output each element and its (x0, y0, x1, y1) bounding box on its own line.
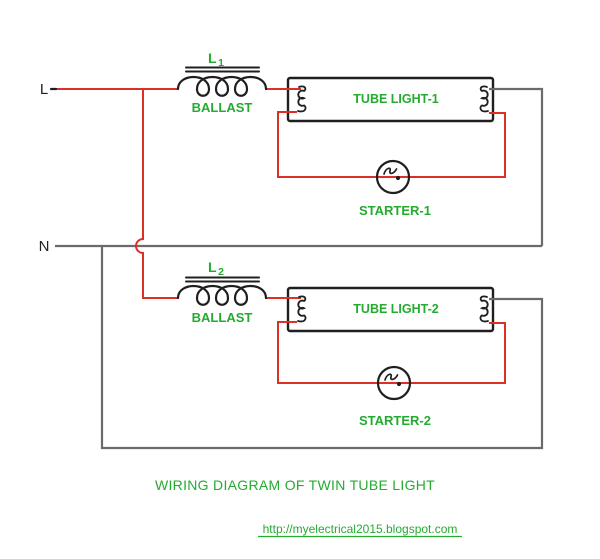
tube-housings (286, 76, 495, 333)
tube1-right-filament-icon (479, 85, 489, 113)
starter1-bimetal-icon (383, 167, 398, 175)
starter1-label: STARTER-1 (359, 203, 431, 218)
starter1-body-icon (375, 159, 411, 195)
neutral-terminal-label: N (39, 238, 50, 255)
tube2-right-filament-icon (479, 295, 489, 323)
blog-url-link[interactable]: http://myelectrical2015.blogspot.com (263, 522, 458, 536)
component-symbols (49, 66, 489, 401)
starter2-loop-wire (277, 321, 506, 384)
inductor2-symbol: L (208, 259, 217, 275)
starter1-contact-dot (395, 175, 401, 181)
live-terminal-label: L (40, 81, 48, 98)
diagram-title: WIRING DIAGRAM OF TWIN TUBE LIGHT (155, 477, 435, 493)
starter2-body-icon (376, 365, 412, 401)
starter2-label: STARTER-2 (359, 413, 431, 428)
terminal-labels: L N (39, 81, 50, 255)
tube2-neutral-return-wire (100, 246, 544, 450)
tube1-label: TUBE LIGHT-1 (353, 92, 438, 106)
ballast2-core-icon (185, 276, 260, 283)
live-branch-wire-with-hop (135, 89, 178, 299)
ballast1-coil-icon (176, 75, 268, 97)
tube-light-1-body (286, 76, 495, 123)
tube2-left-filament-icon (297, 295, 307, 323)
inductor1-subscript: 1 (218, 57, 224, 69)
ballast1-label: BALLAST (192, 100, 253, 115)
tube-light-2-body (286, 286, 495, 333)
inductor2-subscript: 2 (218, 266, 224, 278)
live-wiring (55, 88, 506, 384)
ballast2-label: BALLAST (192, 310, 253, 325)
ballast1-core-icon (185, 66, 260, 73)
starter1-loop-wire (277, 111, 506, 178)
tube1-neutral-return-wire (489, 87, 544, 246)
tube2-label: TUBE LIGHT-2 (353, 302, 438, 316)
starter2-contact-dot (396, 381, 402, 387)
neutral-wiring (55, 87, 544, 450)
ballast2-coil-icon (176, 284, 268, 306)
starter2-bimetal-icon (384, 373, 399, 381)
tube1-left-filament-icon (297, 85, 307, 113)
inductor1-symbol: L (208, 50, 217, 66)
